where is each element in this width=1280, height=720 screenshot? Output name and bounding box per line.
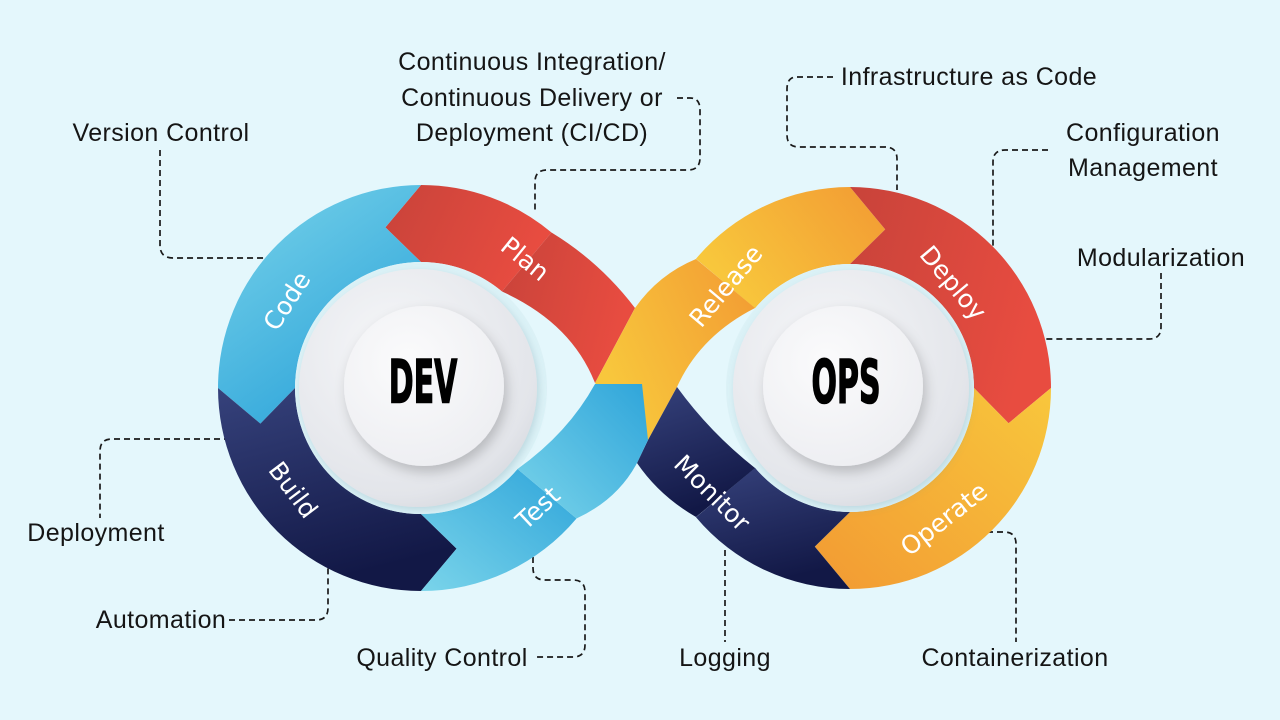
annotation-modularization: Modularization [1077,244,1245,272]
annotation-configuration-management-line: Configuration [1066,119,1220,147]
stage-segment-release [696,187,886,309]
annotation-automation: Automation [96,606,226,634]
annotation-configuration-management: Configuration Management [1066,119,1220,182]
annotation-quality-control: Quality Control [356,644,527,672]
stage-segment-code [218,185,421,424]
annotation-configuration-management-line: Management [1068,154,1218,182]
connector-version-control [159,150,268,259]
stage-segment-build [218,388,457,591]
ops-hub: OPS [726,264,974,512]
dev-label: DEV [389,348,458,418]
annotation-version-control: Version Control [73,119,250,147]
annotation-infrastructure-as-code: Infrastructure as Code [841,63,1097,91]
annotation-logging: Logging [679,644,771,672]
connector-modularization [1043,273,1162,340]
connector-deployment [99,438,230,518]
connector-ci-cd [534,97,701,213]
connector-infrastructure-as-code [786,76,898,190]
annotation-ci-cd-line: Continuous Delivery or [401,84,663,112]
stage-segment-test [421,469,577,591]
connector-containerization [987,531,1017,642]
annotations: Version Control Continuous Integration/ … [27,48,1245,672]
connectors [99,76,1162,658]
connector-quality-control [532,557,586,658]
dev-hub: DEV [295,262,547,514]
dev-hub-inner-disk [344,306,504,466]
stage-segment-operate [814,388,1051,589]
annotation-ci-cd: Continuous Integration/ Continuous Deliv… [398,48,666,147]
annotation-ci-cd-line: Continuous Integration/ [398,48,666,76]
stage-segment-deploy [850,187,1051,424]
stage-bridge-monitor [637,387,755,517]
connector-automation [229,567,329,621]
annotation-containerization: Containerization [921,644,1108,672]
ops-hub-inner-disk [763,306,923,466]
annotation-ci-cd-line: Deployment (CI/CD) [416,119,648,147]
annotation-deployment: Deployment [27,519,164,547]
stage-bridge-plan [502,232,635,383]
stage-segment-monitor [696,467,850,589]
stage-bridge-test [517,384,648,519]
stage-segment-plan [385,185,552,292]
ops-label: OPS [811,348,880,418]
connector-configuration-management [992,149,1048,247]
infinity-loop [218,185,1051,591]
